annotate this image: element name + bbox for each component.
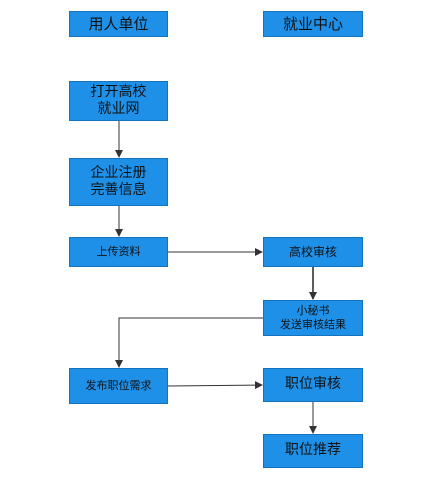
arrow-secretary-to-publish [115, 317, 263, 368]
step-school-review: 高校审核 [263, 237, 363, 267]
step-job-review-label: 职位审核 [285, 376, 341, 393]
step-job-review: 职位审核 [263, 368, 363, 402]
step-upload-materials-label: 上传资料 [96, 245, 141, 259]
step-upload-materials: 上传资料 [69, 237, 168, 267]
step-job-recommend-label: 职位推荐 [285, 442, 341, 459]
step-school-review-label: 高校审核 [288, 244, 337, 259]
arrow-publish-to-job-review [167, 381, 263, 390]
step-job-recommend: 职位推荐 [263, 434, 363, 468]
step-open-career-site-line1: 打开高校 [90, 83, 147, 100]
column-header-employer: 用人单位 [69, 11, 168, 37]
step-company-register: 企业注册 完善信息 [69, 158, 168, 206]
step-secretary-line2: 发送审核结果 [280, 318, 346, 331]
step-company-register-line1: 企业注册 [90, 164, 147, 181]
column-header-career-center: 就业中心 [263, 11, 363, 37]
step-open-career-site-line2: 就业网 [97, 101, 140, 117]
column-header-career-center-label: 就业中心 [282, 14, 343, 33]
column-header-employer-label: 用人单位 [88, 14, 149, 33]
step-open-career-site: 打开高校 就业网 [69, 81, 168, 121]
step-company-register-line2: 完善信息 [90, 182, 147, 198]
step-secretary-line1: 小秘书 [296, 304, 330, 318]
step-publish-job-demand-label: 发布职位需求 [85, 379, 152, 393]
step-secretary-send-result: 小秘书 发送审核结果 [263, 300, 363, 336]
step-publish-job-demand: 发布职位需求 [69, 368, 168, 404]
